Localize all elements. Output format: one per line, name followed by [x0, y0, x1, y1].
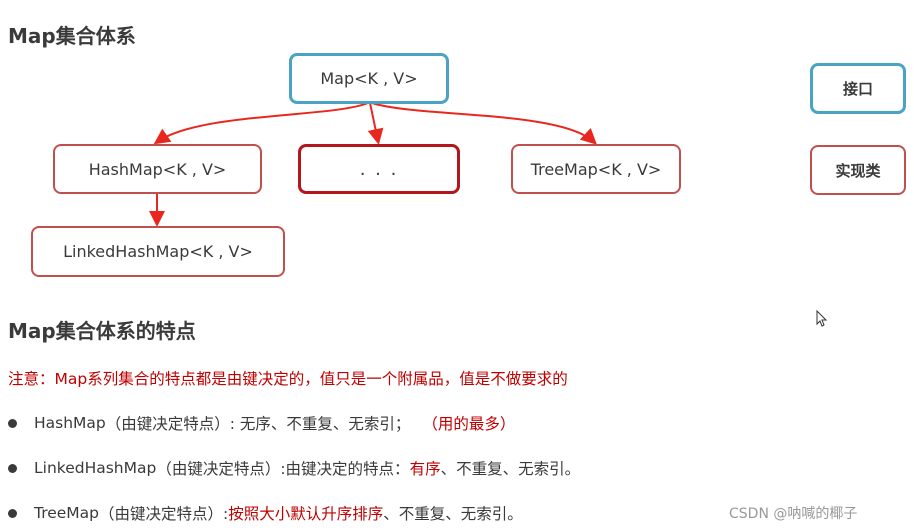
- node-map: Map<K , V>: [289, 53, 449, 104]
- bullet-treemap-highlight: 按照大小默认升序排序: [228, 505, 384, 523]
- bullet-hashmap-name: HashMap: [34, 414, 106, 432]
- arrow-map-to-treemap: [371, 102, 597, 145]
- bullet-hashmap: HashMap （由键决定特点）: 无序、不重复、无索引； （用的最多）: [8, 412, 515, 434]
- legend-implementation: 实现类: [810, 145, 906, 195]
- bullet-linkedhashmap-desc: （由键决定特点）:由键决定的特点：: [156, 460, 410, 478]
- bullet-treemap-desc: （由键决定特点）:: [99, 505, 229, 523]
- node-hashmap: HashMap<K , V>: [53, 144, 262, 194]
- bullet-linkedhashmap-rest: 、不重复、无索引。: [440, 460, 581, 478]
- features-heading: Map集合体系的特点: [8, 319, 196, 343]
- legend-implementation-label: 实现类: [835, 161, 881, 180]
- legend-interface-label: 接口: [842, 80, 873, 98]
- node-treemap-label: TreeMap<K , V>: [530, 159, 662, 179]
- bullet-dot-icon: [8, 508, 17, 518]
- bullet-linkedhashmap-highlight: 有序: [409, 460, 441, 478]
- node-hashmap-label: HashMap<K , V>: [88, 159, 227, 179]
- bullet-hashmap-highlight: （用的最多）: [422, 415, 516, 433]
- watermark: CSDN @呐喊的椰子: [729, 506, 858, 522]
- bullet-dot-icon: [8, 463, 17, 473]
- bullet-linkedhashmap: LinkedHashMap （由键决定特点）:由键决定的特点： 有序 、不重复、…: [8, 457, 580, 479]
- diagram-heading: Map集合体系: [8, 24, 136, 48]
- node-linkedhashmap-label: LinkedHashMap<K , V>: [63, 242, 253, 261]
- mouse-cursor-icon: [816, 310, 828, 327]
- bullet-linkedhashmap-name: LinkedHashMap: [34, 459, 157, 477]
- arrow-map-to-ellipsis: [367, 102, 384, 145]
- node-ellipsis: . . .: [298, 144, 460, 194]
- bullet-dot-icon: [8, 418, 17, 428]
- node-map-label: Map<K , V>: [320, 69, 418, 88]
- node-ellipsis-label: . . .: [359, 158, 399, 180]
- bullet-hashmap-desc: （由键决定特点）: 无序、不重复、无索引；: [105, 415, 411, 433]
- bullet-treemap: TreeMap （由键决定特点）: 按照大小默认升序排序 、不重复、无索引。: [8, 502, 523, 524]
- note-text: 注意：Map系列集合的特点都是由键决定的，值只是一个附属品，值是不做要求的: [8, 370, 568, 388]
- bullet-treemap-rest: 、不重复、无索引。: [383, 505, 523, 523]
- node-linkedhashmap: LinkedHashMap<K , V>: [31, 226, 285, 277]
- legend-interface: 接口: [810, 63, 906, 114]
- bullet-treemap-name: TreeMap: [34, 504, 100, 522]
- node-treemap: TreeMap<K , V>: [511, 144, 681, 194]
- arrow-map-to-hashmap: [153, 102, 369, 145]
